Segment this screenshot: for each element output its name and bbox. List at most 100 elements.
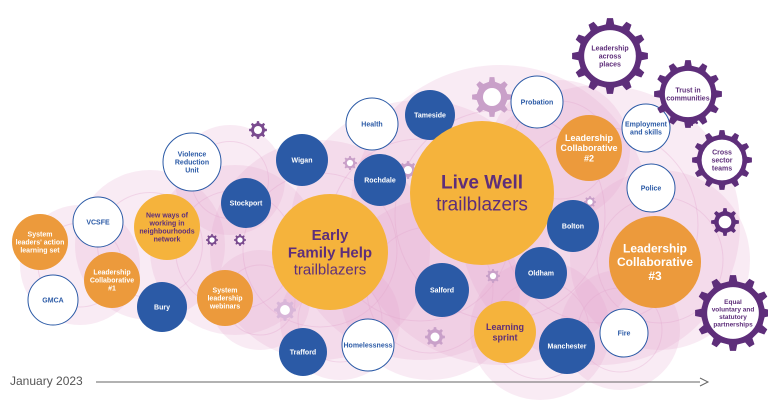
node-label: GMCA: [42, 297, 63, 304]
node-circle: [415, 263, 469, 317]
node-bury: Bury: [137, 282, 187, 332]
node-circle: [354, 154, 406, 206]
node-label: Trafford: [290, 349, 316, 356]
node-label: Stockport: [230, 200, 263, 207]
node-circle: [27, 274, 79, 326]
node-rochdale: Rochdale: [354, 154, 406, 206]
node-label: Bury: [154, 304, 170, 311]
node-circle: [405, 90, 455, 140]
gear-hole: [489, 272, 497, 280]
node-label: Homelessness: [343, 342, 392, 349]
node-gmca: GMCA: [27, 274, 79, 326]
node-label: Fire: [618, 330, 631, 337]
node-police: Police: [626, 163, 676, 213]
node-label: Bolton: [562, 223, 584, 230]
node-circle: [345, 97, 399, 151]
node-label: Probation: [521, 100, 554, 107]
gear-hole: [280, 305, 290, 315]
node-circle: [599, 308, 649, 358]
gear-hole: [346, 159, 354, 167]
node-circle: [221, 178, 271, 228]
node-circle: [162, 132, 222, 192]
node-label: Salford: [430, 287, 454, 294]
node-health: Health: [345, 97, 399, 151]
node-circle: [515, 247, 567, 299]
gear-hole: [587, 199, 593, 205]
timeline-start-label: January 2023: [10, 374, 83, 388]
node-circle: [341, 318, 395, 372]
gear-hole: [253, 125, 263, 135]
node-label: Oldham: [528, 270, 554, 277]
node-circle: [609, 216, 701, 308]
node-label: Health: [361, 122, 382, 129]
node-label: VCSFE: [86, 219, 110, 226]
gear-hole: [237, 237, 243, 243]
node-circle: [279, 328, 327, 376]
node-circle: [84, 252, 140, 308]
node-subtitle: trailblazers: [436, 195, 528, 216]
node-vcsfe: VCSFE: [72, 196, 124, 248]
node-circle: [556, 115, 622, 181]
node-circle: [510, 75, 564, 129]
gear-hole: [430, 332, 440, 342]
gear-center: [664, 70, 712, 118]
node-bolton: Bolton: [547, 200, 599, 252]
timeline-arrow-icon: [699, 377, 710, 387]
node-circle: [197, 270, 253, 326]
node-tameside: Tameside: [405, 90, 455, 140]
node-label: Rochdale: [364, 177, 396, 184]
node-circle: [272, 194, 388, 310]
node-homelessness: Homelessness: [341, 318, 395, 372]
node-circle: [626, 163, 676, 213]
gear-center: [701, 139, 743, 181]
node-oldham: Oldham: [515, 247, 567, 299]
node-circle: [547, 200, 599, 252]
node-circle: [410, 121, 554, 265]
gear-hole: [483, 88, 501, 106]
node-salford: Salford: [415, 263, 469, 317]
node-circle: [12, 214, 68, 270]
node-title: Live Well: [441, 173, 523, 194]
node-trafford: Trafford: [279, 328, 327, 376]
gear-hole: [209, 237, 215, 243]
gear-center: [584, 30, 636, 82]
node-circle: [134, 194, 200, 260]
gear-hole: [718, 215, 732, 229]
node-probation: Probation: [510, 75, 564, 129]
gear-hole: [403, 165, 413, 175]
node-circle: [539, 318, 595, 374]
node-circle: [276, 134, 328, 186]
node-subtitle: trailblazers: [294, 262, 367, 279]
node-label: Wigan: [292, 157, 313, 164]
